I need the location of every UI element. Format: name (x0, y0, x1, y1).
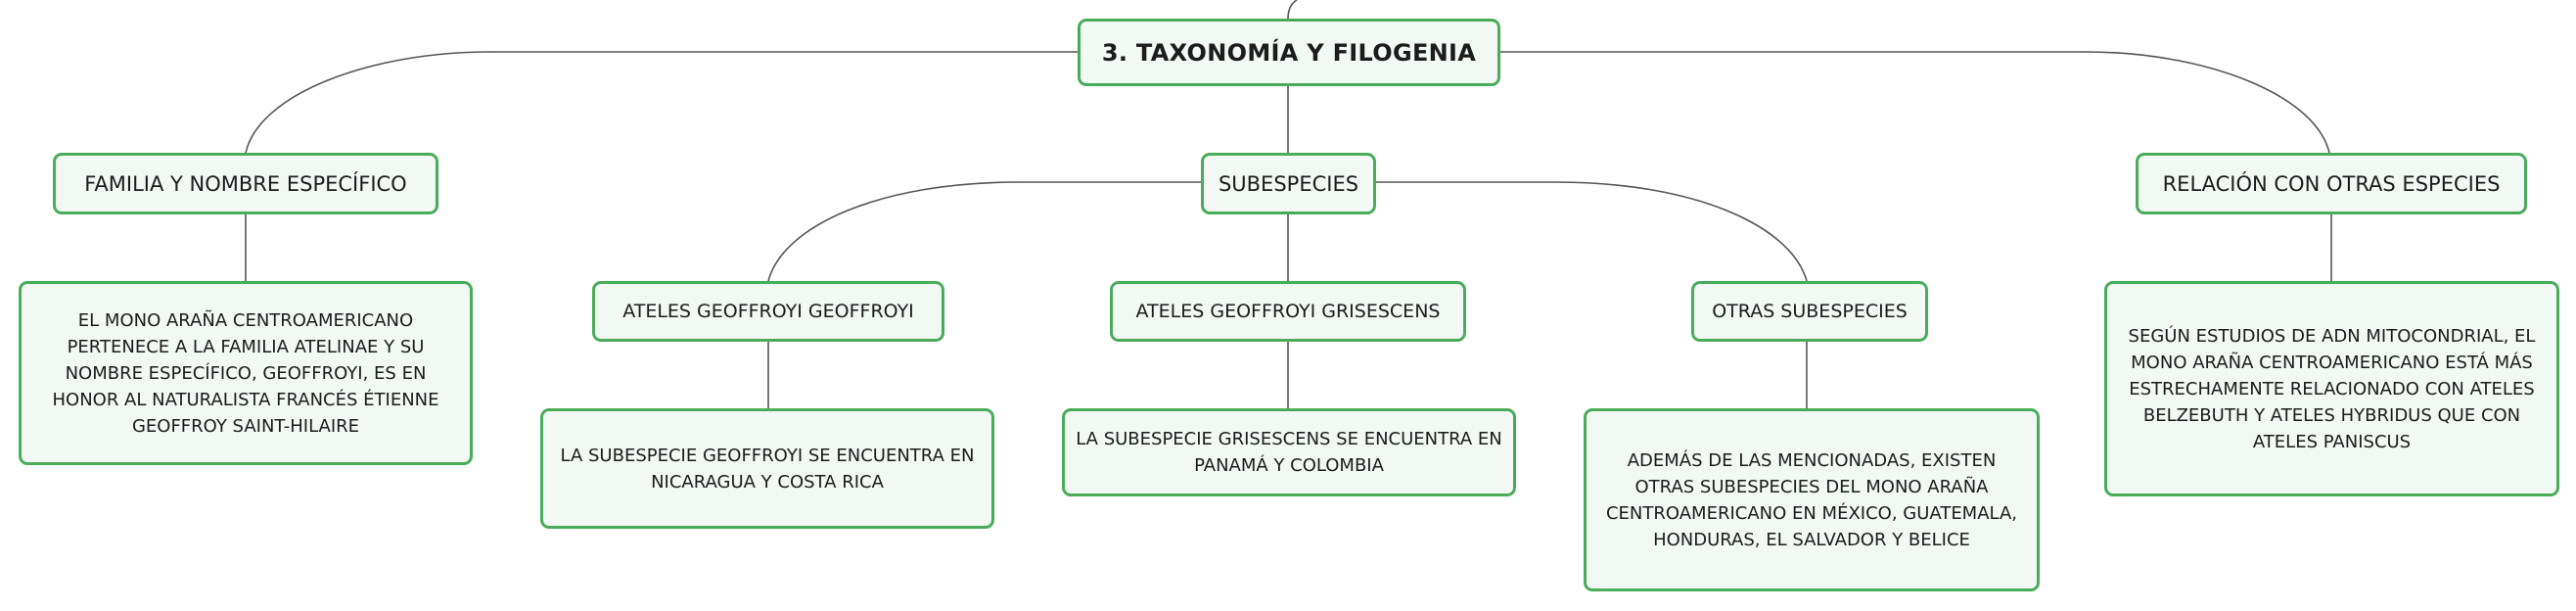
detail-familia[interactable]: EL MONO ARAÑA CENTROAMERICANO PERTENECE … (19, 281, 473, 465)
detail-geoffroyi-text: LA SUBESPECIE GEOFFROYI SE ENCUENTRA EN … (560, 445, 975, 493)
detail-otras[interactable]: ADEMÁS DE LAS MENCIONADAS, EXISTEN OTRAS… (1584, 408, 2040, 591)
topic-subespecies-label: SUBESPECIES (1218, 171, 1359, 196)
subtopic-geoffroyi[interactable]: ATELES GEOFFROYI GEOFFROYI (592, 281, 944, 342)
topic-subespecies[interactable]: SUBESPECIES (1201, 153, 1376, 214)
subtopic-grisescens[interactable]: ATELES GEOFFROYI GRISESCENS (1110, 281, 1466, 342)
subtopic-otras[interactable]: OTRAS SUBESPECIES (1691, 281, 1928, 342)
topic-relacion[interactable]: RELACIÓN CON OTRAS ESPECIES (2136, 153, 2527, 214)
subtopic-otras-label: OTRAS SUBESPECIES (1712, 301, 1908, 322)
subtopic-geoffroyi-label: ATELES GEOFFROYI GEOFFROYI (622, 301, 914, 322)
topic-familia[interactable]: FAMILIA Y NOMBRE ESPECÍFICO (53, 153, 438, 214)
detail-geoffroyi[interactable]: LA SUBESPECIE GEOFFROYI SE ENCUENTRA EN … (540, 408, 994, 529)
root-topic-label: 3. TAXONOMÍA Y FILOGENIA (1101, 38, 1477, 67)
detail-grisescens-text: LA SUBESPECIE GRISESCENS SE ENCUENTRA EN… (1076, 429, 1502, 476)
detail-otras-text: ADEMÁS DE LAS MENCIONADAS, EXISTEN OTRAS… (1605, 449, 2018, 550)
detail-relacion-text: SEGÚN ESTUDIOS DE ADN MITOCONDRIAL, EL M… (2128, 325, 2536, 452)
topic-relacion-label: RELACIÓN CON OTRAS ESPECIES (2162, 171, 2501, 196)
detail-grisescens[interactable]: LA SUBESPECIE GRISESCENS SE ENCUENTRA EN… (1062, 408, 1516, 496)
subtopic-grisescens-label: ATELES GEOFFROYI GRISESCENS (1135, 301, 1441, 322)
topic-familia-label: FAMILIA Y NOMBRE ESPECÍFICO (84, 171, 407, 196)
detail-familia-text: EL MONO ARAÑA CENTROAMERICANO PERTENECE … (52, 309, 439, 437)
root-topic[interactable]: 3. TAXONOMÍA Y FILOGENIA (1078, 19, 1500, 86)
detail-relacion[interactable]: SEGÚN ESTUDIOS DE ADN MITOCONDRIAL, EL M… (2104, 281, 2559, 496)
